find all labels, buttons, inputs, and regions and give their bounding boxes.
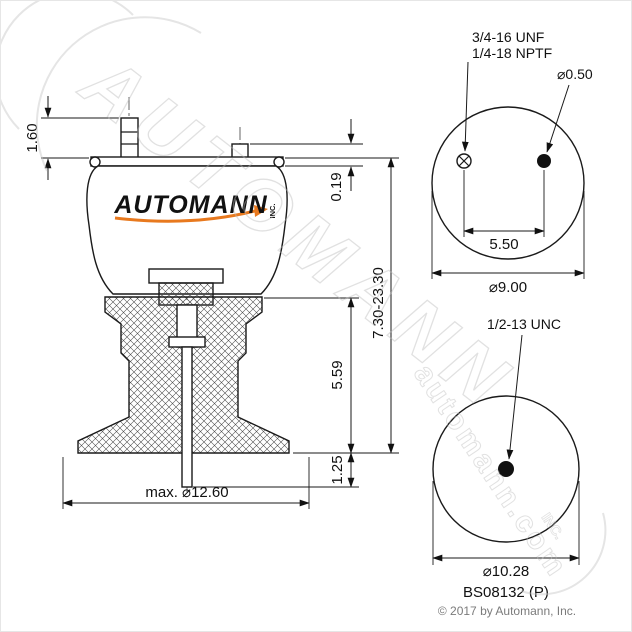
center-thread-callout: 1/2-13 UNC xyxy=(487,316,561,460)
logo-inc: INC. xyxy=(268,204,277,219)
automann-logo: AUTOMANN INC. xyxy=(113,191,277,223)
watermark-arc-1 xyxy=(1,1,134,130)
logo-swoosh xyxy=(114,209,256,223)
top-view: 3/4-16 UNF 1/4-18 NPTF ⌀0.50 5.50 ⌀9.00 xyxy=(431,29,593,296)
dim-stud-height-label: 1.60 xyxy=(24,123,41,152)
copyright-notice: © 2017 by Automann, Inc. xyxy=(438,604,576,618)
bellows xyxy=(86,165,288,295)
hole-diameter-callout: ⌀0.50 xyxy=(546,66,593,153)
dim-max-diameter: max. ⌀12.60 xyxy=(62,457,310,509)
side-view: AUTOMANN INC. 1.60 xyxy=(24,96,399,509)
dim-base-diameter-label: ⌀10.28 xyxy=(483,563,530,580)
air-fitting-hole xyxy=(456,153,472,169)
center-threaded-hole xyxy=(498,461,514,477)
top-plate-outline xyxy=(431,106,585,260)
dim-piston-height: 5.59 xyxy=(264,297,359,454)
dim-plate-step: 0.19 xyxy=(250,119,363,202)
dim-rod-extension-label: 1.25 xyxy=(329,455,346,484)
watermark-arc-2 xyxy=(35,16,202,172)
air-fitting-stud xyxy=(120,117,139,159)
thread-callout: 3/4-16 UNF 1/4-18 NPTF xyxy=(461,29,552,152)
dim-max-diameter-label: max. ⌀12.60 xyxy=(145,484,228,501)
dim-hole-spacing: 5.50 xyxy=(463,170,545,253)
dim-rod-extension: 1.25 xyxy=(193,452,359,488)
dim-top-plate-diameter: ⌀9.00 xyxy=(431,191,585,296)
thread-callout-line1: 3/4-16 UNF xyxy=(472,29,544,45)
dim-piston-height-label: 5.59 xyxy=(329,360,346,389)
dim-plate-step-label: 0.19 xyxy=(328,172,345,201)
thread-callout-line2: 1/4-18 NPTF xyxy=(472,45,552,61)
dim-hole-spacing-label: 5.50 xyxy=(489,236,518,253)
dim-top-plate-diameter-label: ⌀9.00 xyxy=(489,279,527,296)
center-rod xyxy=(168,304,206,488)
mounting-stud-hole xyxy=(537,154,551,168)
logo-brand: AUTOMANN xyxy=(113,191,267,219)
dim-stud-height: 1.60 xyxy=(24,96,119,180)
hole-diameter-label: ⌀0.50 xyxy=(557,66,593,82)
dim-overall-range: 7.30-23.30 xyxy=(285,157,399,454)
combination-stud xyxy=(231,143,249,159)
part-number: BS08132 (P) xyxy=(463,584,549,601)
dim-base-diameter: ⌀10.28 xyxy=(432,481,580,580)
dim-overall-range-label: 7.30-23.30 xyxy=(370,267,387,339)
logo-swoosh-arrowhead xyxy=(254,205,268,217)
bottom-view: 1/2-13 UNC ⌀10.28 BS08132 (P) xyxy=(432,316,580,601)
center-thread-label: 1/2-13 UNC xyxy=(487,316,561,332)
